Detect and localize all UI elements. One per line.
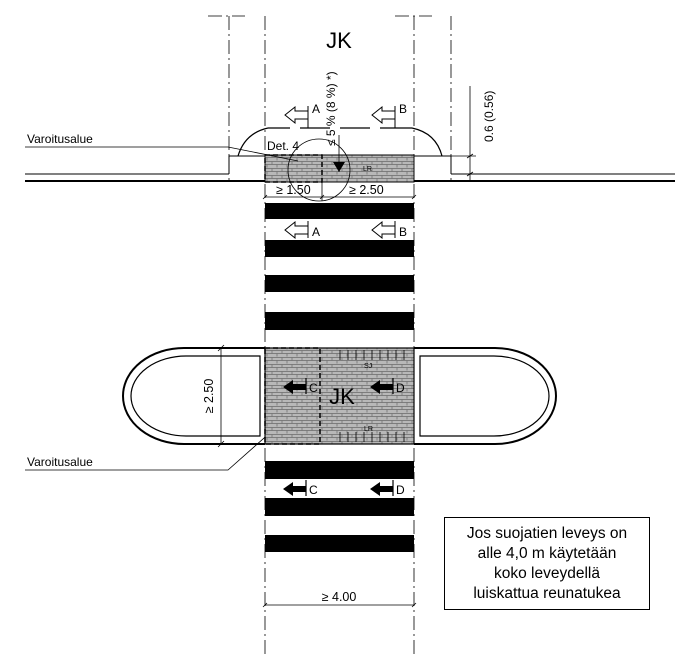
label-c-bottom: C (309, 483, 318, 497)
leader-lines (25, 146, 299, 471)
label-b-top: B (399, 102, 407, 116)
section-arrow-d-island (370, 378, 394, 394)
label-jk-island: JK (329, 384, 355, 409)
top-warning-area (264, 154, 323, 183)
zebra-stripes (265, 203, 414, 552)
label-dim-056: 0.6 (0.56) (482, 91, 496, 142)
island-warning-area (264, 347, 321, 445)
label-varoitusalue-bottom: Varoitusalue (27, 455, 93, 469)
section-arrow-a-bottom (284, 220, 309, 240)
section-arrow-c-island (283, 378, 307, 394)
section-arrow-c-bottom (283, 480, 307, 496)
label-varoitusalue-top: Varoitusalue (27, 132, 93, 146)
top-dimensions (262, 86, 476, 201)
label-sj-island: SJ (364, 363, 372, 370)
label-dim-250-island: ≥ 2.50 (202, 379, 216, 414)
label-a-top: A (312, 102, 320, 116)
section-arrow-a-top (284, 105, 309, 128)
detail-circle (287, 138, 351, 202)
section-arrow-d-bottom (370, 480, 394, 496)
note-line-3: koko leveydellä (494, 564, 600, 582)
note-box: Jos suojatien leveys on alle 4,0 m käyte… (444, 517, 650, 610)
section-arrow-b-bottom (371, 220, 396, 240)
road-edges (25, 155, 675, 182)
label-slope: ≤ 5 % (8 %) *) (324, 71, 338, 146)
label-dim-150: ≥ 1.50 (276, 183, 311, 197)
island-paving (264, 347, 415, 445)
note-line-2: alle 4,0 m käytetään (477, 544, 617, 562)
note-line-4: luiskattua reunatukea (473, 584, 621, 602)
label-lr-island: LR (364, 426, 373, 433)
label-jk-top: JK (326, 28, 352, 53)
label-d-bottom: D (396, 483, 405, 497)
section-arrow-b-top (371, 105, 396, 128)
label-dim-250-top: ≥ 2.50 (349, 183, 384, 197)
label-a-bottom: A (312, 225, 320, 239)
label-det: Det. 4 (267, 139, 299, 153)
section-line-ab (237, 127, 443, 157)
bottom-dimension (262, 602, 417, 608)
note-line-1: Jos suojatien leveys on (466, 524, 628, 542)
label-dim-400: ≥ 4.00 (322, 590, 357, 604)
label-c-island: C (309, 381, 318, 395)
refuge-island (122, 344, 557, 448)
label-b-bottom: B (399, 225, 407, 239)
label-lr-top: LR (363, 166, 372, 173)
label-d-island: D (396, 381, 405, 395)
